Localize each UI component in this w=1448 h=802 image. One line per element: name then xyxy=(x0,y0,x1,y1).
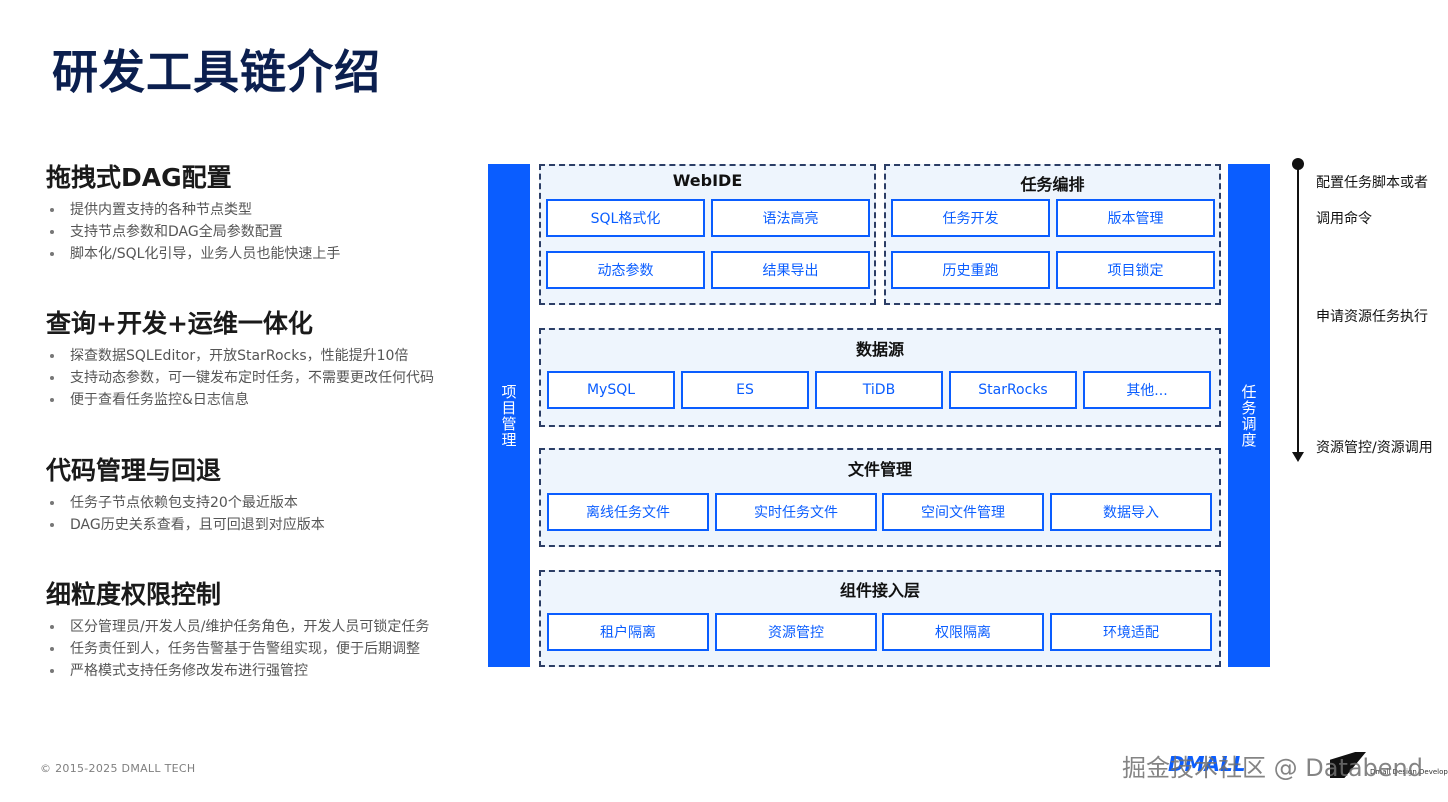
section-heading: 查询+开发+运维一体化 xyxy=(46,309,313,338)
timeline-arrow-icon xyxy=(1292,452,1304,462)
bullet-item: 支持动态参数，可一键发布定时任务，不需要更改任何代码 xyxy=(46,367,434,389)
section-dag: 拖拽式DAG配置 提供内置支持的各种节点类型 支持节点参数和DAG全局参数配置 … xyxy=(46,160,340,265)
datasource-chip: 其他... xyxy=(1083,371,1211,409)
timeline-step: 调用命令 xyxy=(1316,211,1372,227)
bullet-item: 探查数据SQLEditor，开放StarRocks，性能提升10倍 xyxy=(46,345,434,367)
project-management-bar: 项目管理 xyxy=(488,164,530,667)
datasource-chip: StarRocks xyxy=(949,371,1077,409)
logo-subtitle: Dmall Design Develop xyxy=(1370,768,1448,776)
webide-chip: 语法高亮 xyxy=(711,199,870,237)
section-heading: 细粒度权限控制 xyxy=(46,580,222,609)
orchestration-chip: 项目锁定 xyxy=(1056,251,1215,289)
webide-chip: 动态参数 xyxy=(546,251,705,289)
component-layer-panel: 组件接入层 租户隔离 资源管控 权限隔离 环境适配 xyxy=(539,570,1221,667)
panel-title: 任务编排 xyxy=(1020,175,1085,194)
bullet-item: 任务责任到人，任务告警基于告警组实现，便于后期调整 xyxy=(46,638,429,660)
watermark: 掘金技术社区 @ Databend xyxy=(1122,754,1424,782)
bullet-item: 脚本化/SQL化引导，业务人员也能快速上手 xyxy=(46,243,340,265)
dmall-logo: DMALL xyxy=(1168,752,1246,776)
bullet-item: 便于查看任务监控&日志信息 xyxy=(46,389,434,411)
bullet-item: 区分管理员/开发人员/维护任务角色，开发人员可锁定任务 xyxy=(46,616,429,638)
panel-title: 数据源 xyxy=(855,340,904,359)
timeline-step: 申请资源任务执行 xyxy=(1316,309,1428,325)
datasource-panel: 数据源 MySQL ES TiDB StarRocks 其他... xyxy=(539,328,1221,427)
copyright: © 2015-2025 DMALL TECH xyxy=(40,762,196,775)
bar-label: 任务调度 xyxy=(1239,383,1258,448)
orchestration-chip: 历史重跑 xyxy=(891,251,1050,289)
datasource-chip: TiDB xyxy=(815,371,943,409)
timeline-step: 资源管控/资源调用 xyxy=(1316,440,1433,456)
orchestration-chip: 版本管理 xyxy=(1056,199,1215,237)
section-code-management: 代码管理与回退 任务子节点依赖包支持20个最近版本 DAG历史关系查看，且可回退… xyxy=(46,453,325,536)
component-chip: 资源管控 xyxy=(715,613,877,651)
orchestration-panel: 任务编排 任务开发 版本管理 历史重跑 项目锁定 xyxy=(884,164,1221,305)
section-heading: 拖拽式DAG配置 xyxy=(46,163,232,192)
bullet-item: 任务子节点依赖包支持20个最近版本 xyxy=(46,492,325,514)
webide-chip: 结果导出 xyxy=(711,251,870,289)
file-chip: 数据导入 xyxy=(1050,493,1212,531)
component-chip: 租户隔离 xyxy=(547,613,709,651)
orchestration-chip: 任务开发 xyxy=(891,199,1050,237)
section-heading: 代码管理与回退 xyxy=(46,456,222,485)
webide-panel: WebIDE SQL格式化 语法高亮 动态参数 结果导出 xyxy=(539,164,876,305)
file-management-panel: 文件管理 离线任务文件 实时任务文件 空间文件管理 数据导入 xyxy=(539,448,1221,547)
datasource-chip: MySQL xyxy=(547,371,675,409)
bar-label: 项目管理 xyxy=(499,383,518,448)
task-scheduling-bar: 任务调度 xyxy=(1228,164,1270,667)
bullet-item: DAG历史关系查看，且可回退到对应版本 xyxy=(46,514,325,536)
bullet-item: 严格模式支持任务修改发布进行强管控 xyxy=(46,660,429,682)
component-chip: 权限隔离 xyxy=(882,613,1044,651)
file-chip: 空间文件管理 xyxy=(882,493,1044,531)
bullet-item: 提供内置支持的各种节点类型 xyxy=(46,199,340,221)
section-integration: 查询+开发+运维一体化 探查数据SQLEditor，开放StarRocks，性能… xyxy=(46,306,434,411)
page-title: 研发工具链介绍 xyxy=(52,45,381,99)
panel-title: WebIDE xyxy=(672,171,743,190)
component-chip: 环境适配 xyxy=(1050,613,1212,651)
bullet-item: 支持节点参数和DAG全局参数配置 xyxy=(46,221,340,243)
webide-chip: SQL格式化 xyxy=(546,199,705,237)
panel-title: 文件管理 xyxy=(847,460,912,479)
panel-title: 组件接入层 xyxy=(839,581,920,600)
file-chip: 离线任务文件 xyxy=(547,493,709,531)
datasource-chip: ES xyxy=(681,371,809,409)
section-permission: 细粒度权限控制 区分管理员/开发人员/维护任务角色，开发人员可锁定任务 任务责任… xyxy=(46,577,429,682)
timeline-line xyxy=(1297,160,1299,456)
timeline-step: 配置任务脚本或者 xyxy=(1316,175,1428,191)
file-chip: 实时任务文件 xyxy=(715,493,877,531)
